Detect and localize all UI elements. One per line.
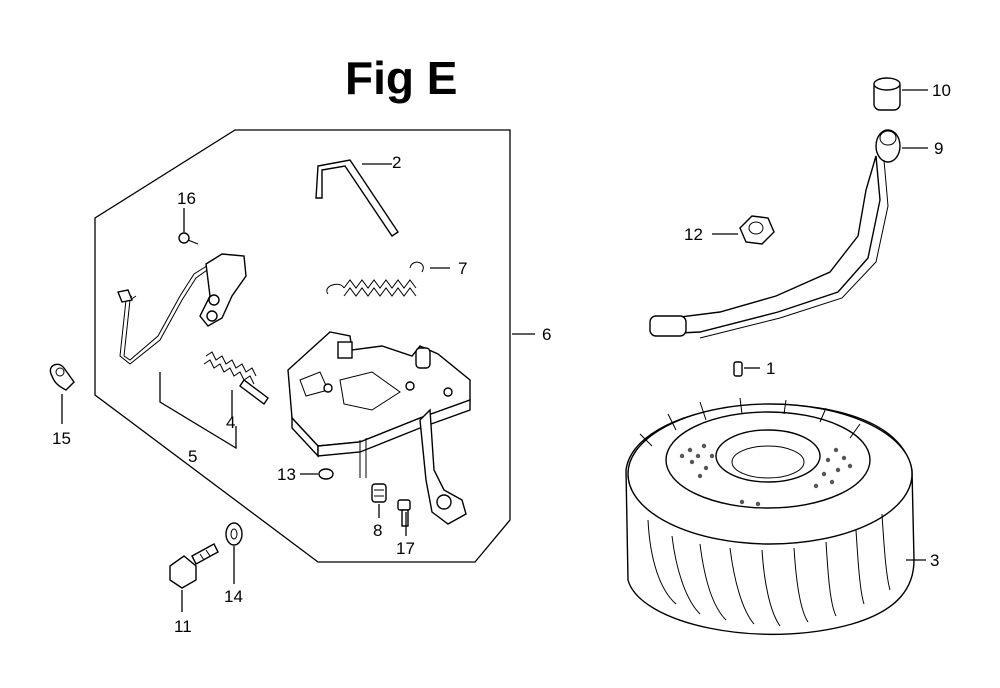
callout-14: 14 (224, 587, 243, 606)
part-1-key (733, 361, 760, 377)
part-17-screw (397, 499, 411, 536)
flywheel-holes (679, 443, 853, 507)
part-16-governor-arm (178, 208, 247, 327)
callout-1: 1 (766, 359, 775, 378)
callout-16: 16 (177, 189, 196, 208)
callout-12: 12 (684, 225, 703, 244)
callout-6: 6 (542, 325, 551, 344)
callout-2: 2 (392, 153, 401, 172)
callout-10: 10 (932, 81, 951, 100)
assembly-outline (94, 129, 511, 563)
callout-9: 9 (934, 139, 943, 158)
callout-7: 7 (458, 259, 467, 278)
part-7-spring (326, 261, 450, 297)
part-11-flange-bolt (169, 543, 219, 612)
part-2-rod (315, 159, 399, 237)
part-13-washer (300, 468, 334, 480)
callout-17: 17 (396, 539, 415, 558)
callout-8: 8 (373, 521, 382, 540)
part-9-lead (649, 129, 928, 339)
callout-11: 11 (174, 617, 192, 636)
callout-5: 5 (188, 447, 197, 466)
part-14-washer (225, 522, 243, 584)
part-15-clip (49, 363, 75, 424)
callout-4: 4 (226, 413, 235, 432)
part-3-flywheel (625, 397, 926, 636)
flywheel-fins (639, 397, 891, 627)
part-12-nut (712, 215, 775, 245)
figure-title: Fig E (345, 52, 457, 104)
part-6-bracket (287, 331, 535, 525)
callout-13: 13 (277, 465, 296, 484)
part-4-spring (203, 351, 269, 418)
callout-15: 15 (52, 429, 71, 448)
part-5-link-rod (117, 259, 221, 365)
part-10-cap (873, 77, 928, 111)
part-8-bolt (371, 483, 387, 518)
leader-5 (159, 372, 237, 450)
callout-3: 3 (930, 551, 939, 570)
